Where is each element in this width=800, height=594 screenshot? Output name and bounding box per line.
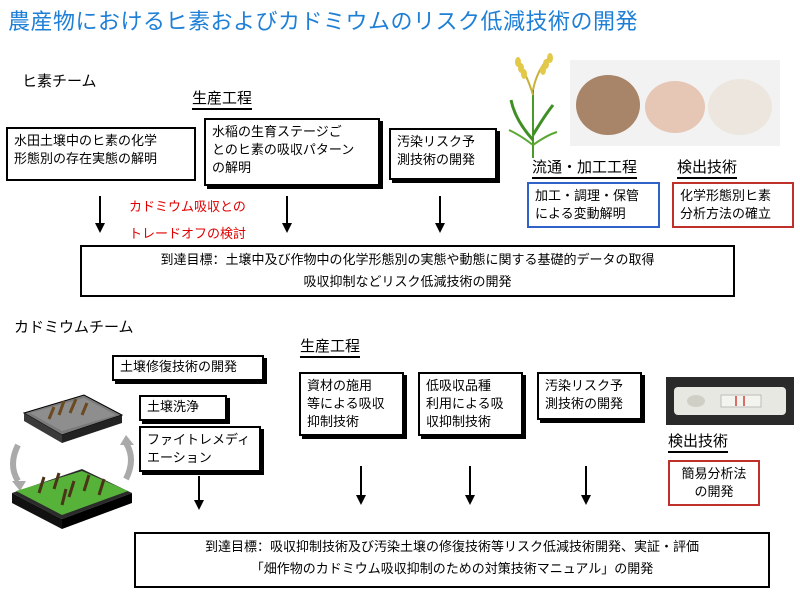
box-line: 分析方法の確立 (680, 207, 772, 222)
box-line: 収抑制技術 (426, 415, 492, 430)
arsenic-team-label: ヒ素チーム (22, 72, 97, 90)
cadmium-box-low-uptake: 低吸収品種 利用による吸 収抑制技術 (418, 372, 523, 436)
box-line: の解明 (212, 161, 252, 176)
arsenic-goal-box: 到達目標：土壌中及び作物中の化学形態別の実態や動態に関する基礎的データの取得 吸… (80, 245, 735, 297)
box-line: 抑制技術 (307, 415, 360, 430)
cadmium-goal-box: 到達目標：吸収抑制技術及び汚染土壌の修復技術等リスク低減技術開発、実証・評価 「… (134, 532, 770, 588)
box-line: ファイトレメディ (147, 433, 251, 448)
box-line: 資材の施用 (307, 379, 373, 394)
arsenic-box-soil-forms: 水田土壌中のヒ素の化学 形態別の存在実態の解明 (6, 127, 196, 181)
arsenic-detection-box: 化学形態別ヒ素 分析方法の確立 (672, 182, 794, 228)
cadmium-box-materials: 資材の施用 等による吸収 抑制技術 (299, 372, 404, 436)
box-line: 低吸収品種 (426, 379, 492, 394)
box-line: による変動解明 (535, 207, 626, 222)
soil-trays-illustration (10, 394, 134, 529)
goal-line: 吸収抑制などリスク低減技術の開発 (303, 275, 512, 290)
box-line: 化学形態別ヒ素 (680, 189, 772, 204)
distribution-heading: 流通・加工工程 (532, 158, 638, 179)
arsenic-production-heading: 生産工程 (192, 89, 253, 110)
box-line: 簡易分析法 (681, 467, 747, 482)
arsenic-box-risk-prediction: 汚染リスク予 測技術の開発 (389, 128, 497, 180)
cadmium-detection-box: 簡易分析法 の開発 (668, 460, 760, 506)
rice-grains-photo (570, 60, 780, 146)
arsenic-box-growth-stage: 水稲の生育ステージご とのヒ素の吸収パターン の解明 (204, 118, 380, 186)
distribution-box: 加工・調理・保管 による変動解明 (527, 182, 660, 228)
phytoremediation-box: ファイトレメディ エーション (139, 426, 261, 472)
box-line: 測技術の開発 (545, 397, 624, 412)
box-line: エーション (147, 451, 212, 466)
box-line: 形態別の存在実態の解明 (14, 152, 158, 167)
box-line: 等による吸収 (307, 397, 385, 412)
box-line: 加工・調理・保管 (535, 189, 640, 204)
box-line: の開発 (694, 485, 734, 500)
tradeoff-note-line2: トレードオフの検討 (129, 227, 247, 242)
rice-plant-illustration (508, 53, 558, 158)
soil-remediation-box: 土壌修復技術の開発 (112, 355, 264, 381)
box-line: 測技術の開発 (397, 153, 476, 168)
cadmium-box-risk-prediction: 汚染リスク予 測技術の開発 (537, 372, 642, 420)
tradeoff-note-line1: カドミウム吸収との (129, 200, 246, 215)
goal-line: 到達目標：吸収抑制技術及び汚染土壌の修復技術等リスク低減技術開発、実証・評価 (204, 540, 699, 555)
test-kit-photo (666, 377, 794, 425)
box-line: 汚染リスク予 (545, 379, 624, 394)
arsenic-detection-heading: 検出技術 (677, 158, 738, 179)
box-line: 汚染リスク予 (397, 135, 476, 150)
cadmium-production-heading: 生産工程 (300, 337, 361, 358)
box-line: 利用による吸 (426, 397, 504, 412)
goal-line: 「畑作物のカドミウム吸収抑制のための対策技術マニュアル」の開発 (250, 562, 654, 577)
box-line: とのヒ素の吸収パターン (212, 143, 355, 158)
box-line: 水稲の生育ステージご (212, 125, 342, 140)
page-title: 農産物におけるヒ素およびカドミウムのリスク低減技術の開発 (8, 10, 639, 35)
goal-line: 到達目標：土壌中及び作物中の化学形態別の実態や動態に関する基礎的データの取得 (160, 253, 655, 268)
cadmium-team-label: カドミウムチーム (14, 318, 134, 336)
soil-washing-box: 土壌洗浄 (139, 395, 227, 421)
box-line: 水田土壌中のヒ素の化学 (14, 134, 158, 149)
cadmium-detection-heading: 検出技術 (668, 432, 729, 453)
